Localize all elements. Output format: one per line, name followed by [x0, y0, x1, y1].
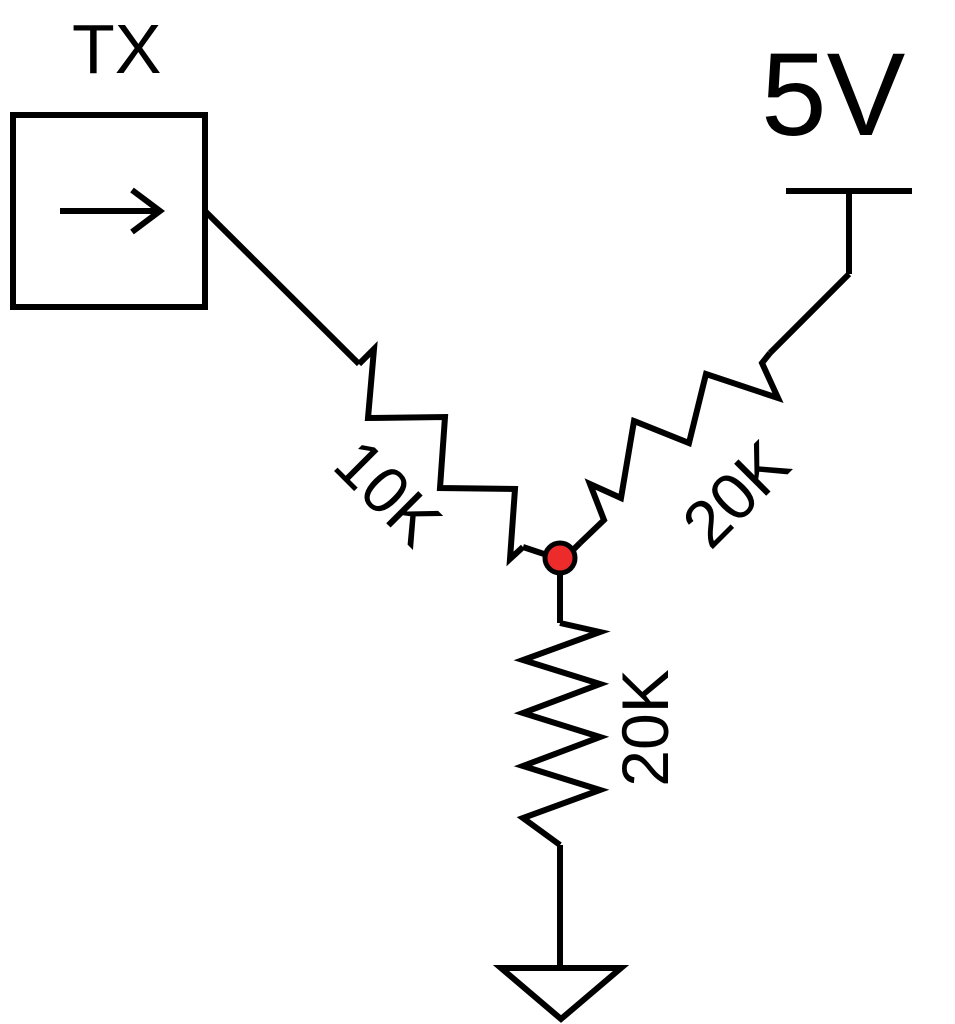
- ground-icon: [492, 965, 630, 1023]
- tx-port: [10, 112, 208, 310]
- wire-supply-diagonal: [767, 271, 852, 356]
- resistor-20k-supply: [577, 351, 784, 546]
- resistor-20k-ground: [513, 620, 611, 848]
- supply-label: 5V: [761, 29, 906, 161]
- label-resistor-10k: 10K: [321, 425, 456, 560]
- label-resistor-20k-ground: 20K: [608, 669, 682, 786]
- label-resistor-20k-supply: 20K: [668, 426, 803, 561]
- junction-node: [542, 540, 578, 576]
- tx-label: TX: [72, 10, 161, 88]
- wire-tx: [202, 208, 362, 367]
- resistor-10k: [356, 341, 526, 567]
- arrow-right-icon: [60, 187, 165, 235]
